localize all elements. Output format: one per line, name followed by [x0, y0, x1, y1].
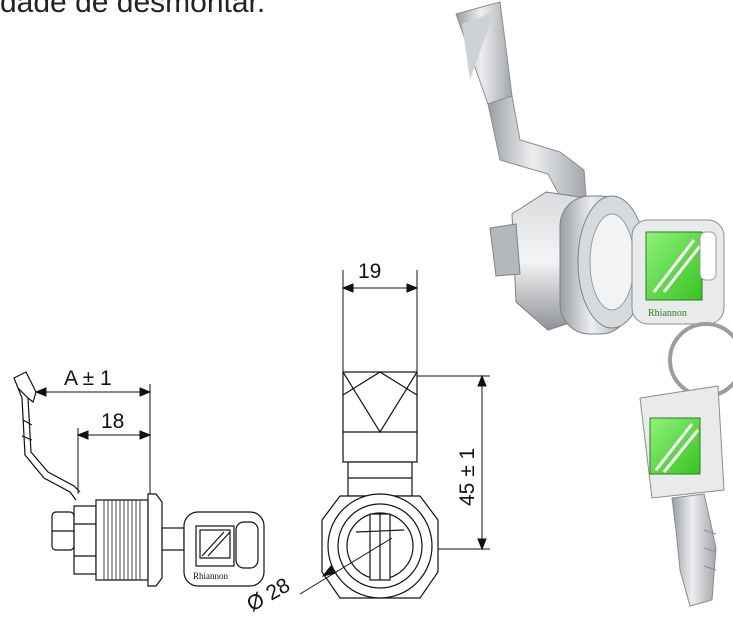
product-photo: [455, 1, 733, 607]
dimension-A: A ± 1: [64, 367, 112, 390]
side-key-brand: Rhiannon: [193, 571, 228, 581]
side-dimension-lines: [34, 384, 152, 494]
front-view-drawing: [321, 371, 439, 599]
photo-key-brand: Rhiannon: [648, 308, 687, 319]
front-dimension-lines: [299, 270, 490, 595]
caption-text: dade de desmontar.: [0, 0, 266, 19]
dimension-45: 45 ± 1: [456, 448, 479, 506]
side-view-drawing: [13, 371, 265, 587]
dimension-18: 18: [101, 410, 124, 433]
dimension-19: 19: [358, 260, 381, 283]
